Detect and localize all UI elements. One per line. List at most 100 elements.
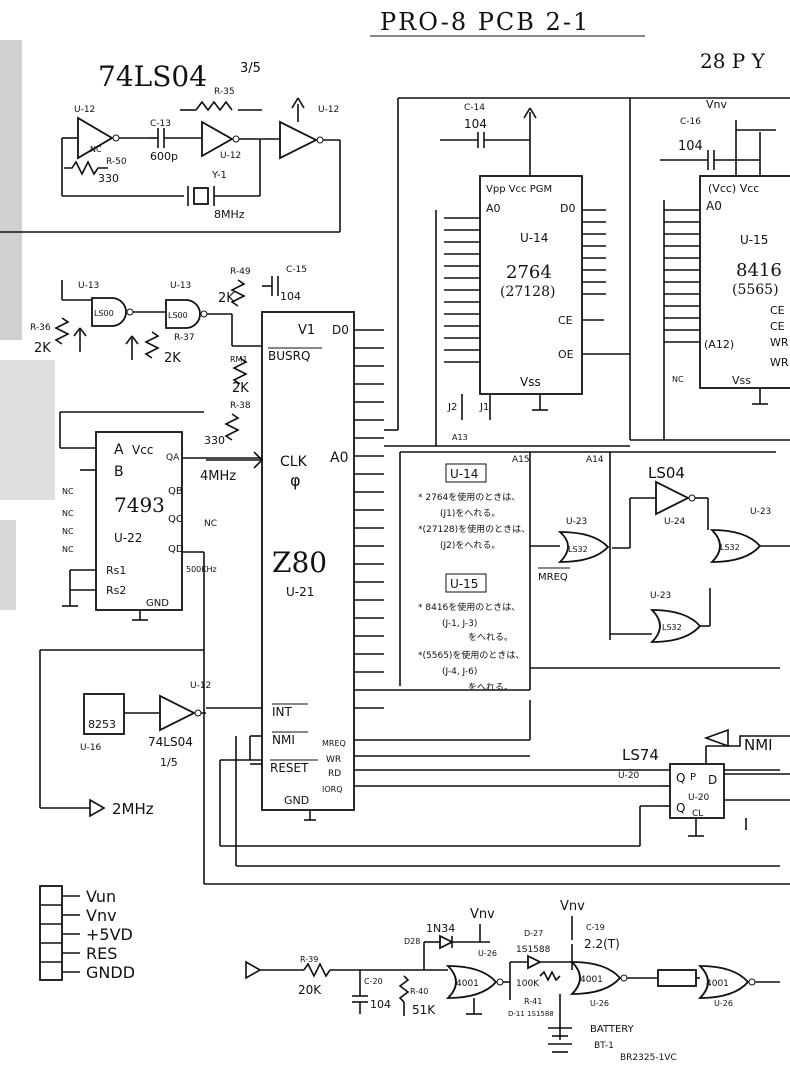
clock-chip-label: 74LS04	[98, 60, 207, 93]
decode-u24: U-24	[664, 517, 686, 527]
c15-value: 104	[280, 290, 301, 303]
counter-pin-b: B	[114, 464, 124, 480]
timer-chip	[83, 693, 125, 735]
r38-value: 330	[204, 434, 225, 447]
connector-pin-vnv: Vnv	[86, 906, 117, 925]
counter-pin-a: A	[114, 442, 124, 458]
counter-pin-gnd: GND	[146, 598, 169, 609]
ram-pin-ce-2: CE	[770, 320, 785, 333]
rom-pin-oe: OE	[558, 348, 574, 361]
note-u14-line-2: (J1)をへれる。	[440, 508, 500, 519]
scan-noise	[0, 40, 55, 610]
connector-pin-res: RES	[86, 944, 117, 963]
z80-pin-iorq: IORQ	[322, 785, 343, 794]
timer-unit: U-16	[80, 743, 102, 753]
int-inverter	[159, 694, 197, 732]
z80-part: Z80	[272, 546, 327, 579]
freq-500khz: 500KHz	[186, 565, 217, 574]
rom-cap-label: C-14	[464, 103, 485, 113]
c19-value: 2.2(T)	[584, 937, 620, 951]
crystal-y1	[193, 187, 209, 205]
ram-pin-ce-1: CE	[770, 304, 785, 317]
r36-label: R-36	[30, 323, 51, 333]
d27-label: D-27	[524, 929, 543, 938]
counter-pin-qd: QD	[168, 544, 184, 555]
z80-vcc: V1	[298, 323, 315, 338]
nmi-ff-part: LS74	[622, 746, 659, 764]
decode-u23-a: U-23	[566, 517, 587, 527]
rom-unit: U-14	[520, 231, 548, 245]
nc-label-3: NC	[62, 527, 74, 536]
or-gate-u23-a	[557, 531, 610, 563]
nmi-unit: U-20	[688, 793, 710, 803]
c13-value: 600p	[150, 150, 178, 163]
power-connector: Vun Vnv +5VD RES GNDD	[39, 885, 135, 982]
z80-unit: U-21	[286, 585, 314, 599]
inverter-2-symbol	[201, 120, 234, 158]
rom-2764: C-14 104 Vpp Vcc PGM U-14 2764 (27128) C…	[384, 97, 790, 447]
decode-ls04: LS04	[648, 464, 685, 482]
ram-cap-label: C-16	[680, 117, 701, 127]
nmi-pin-p: P	[690, 772, 696, 783]
rom-jumper-j2: J2	[447, 402, 457, 413]
connector-pin-gndd: GNDD	[86, 963, 135, 982]
z80-data-bus-stubs	[354, 329, 780, 787]
z80-chip	[261, 311, 355, 811]
r40-value: 51K	[412, 1003, 436, 1017]
decode-mreq: MREQ	[538, 572, 568, 583]
rom-pin-a0: A0	[486, 202, 501, 215]
nc-label-clock: NC	[90, 145, 102, 154]
nmi-pin-qbar: Q	[676, 801, 685, 815]
r35-label: R-35	[214, 87, 235, 97]
nmi-unit-outer: U-20	[618, 771, 640, 781]
u26-label-b: U-26	[590, 999, 609, 1008]
freq-4mhz: 4MHz	[200, 469, 236, 484]
counter-pin-rs2: Rs2	[106, 584, 126, 597]
decode-ls32-c: LS32	[720, 543, 740, 552]
ram-vss: Vss	[732, 374, 751, 387]
note-u15-line-3: をへれる。	[468, 632, 513, 643]
int-inverter-part: 74LS04	[148, 735, 193, 749]
ram-cap-value: 104	[678, 139, 703, 154]
nor-gate-u26-a	[445, 965, 498, 999]
counter-7493: A B Vcc QA QB QC QD 7493 U-22 Rs1 Rs2 GN…	[39, 411, 262, 808]
r40-label: R-40	[410, 987, 428, 996]
decode-ls32-b: LS32	[662, 623, 682, 632]
note-u14-line-1: * 2764を使用のときは、	[418, 491, 520, 503]
counter-pin-rs1: Rs1	[106, 564, 126, 577]
ram-pin-wr-2: WR	[770, 356, 789, 369]
nand-u13-b	[165, 299, 201, 329]
decode-u23-b: U-23	[650, 591, 671, 601]
note-u15-line-4: *(5565)を使用のときは、	[418, 649, 524, 661]
c20-label: C-20	[364, 977, 383, 986]
rom-pin-ce: CE	[558, 314, 573, 327]
note-u15-line-2: (J-1, J-3)	[442, 619, 477, 629]
connector-pin-5vd: +5VD	[86, 925, 133, 944]
note-u15-line-1: * 8416を使用のときは、	[418, 601, 520, 613]
ram-unit: U-15	[740, 233, 768, 247]
nc-label-4: NC	[62, 545, 74, 554]
battery-ref: BT-1	[594, 1041, 614, 1051]
nmi-flipflop: LS74 Q P D U-20 Q CL U-20 NMI	[203, 630, 790, 885]
r38-label: R-38	[230, 401, 251, 411]
corner-note: 28 P Y	[700, 49, 766, 73]
nc-label-1: NC	[62, 487, 74, 496]
header: PRO-8 PCB 2-1 28 P Y	[370, 8, 766, 73]
note-u14-line-3: *(27128)を使用のときは、	[418, 523, 530, 535]
connector-pin-vun: Vun	[86, 887, 116, 906]
note-u14-box	[445, 463, 487, 483]
r39-value: 20K	[298, 983, 322, 997]
nmi-ff-chip	[669, 763, 725, 819]
rom-address-stubs	[444, 217, 480, 363]
z80-pin-clk: CLK	[280, 454, 308, 470]
note-u14-line-4: (J2)をへれる。	[440, 540, 500, 551]
jumper-notes: U-14 * 2764を使用のときは、 (J1)をへれる。 *(27128)を使…	[399, 451, 776, 693]
decode-a15: A15	[512, 455, 530, 465]
battery-label: BATTERY	[590, 1024, 635, 1035]
counter-chip	[95, 431, 183, 611]
nor-gate-u26-c	[697, 965, 750, 999]
counter-pin-qa: QA	[166, 453, 180, 463]
ram-part: 8416	[736, 260, 782, 281]
or-gate-u23-b	[649, 609, 702, 643]
